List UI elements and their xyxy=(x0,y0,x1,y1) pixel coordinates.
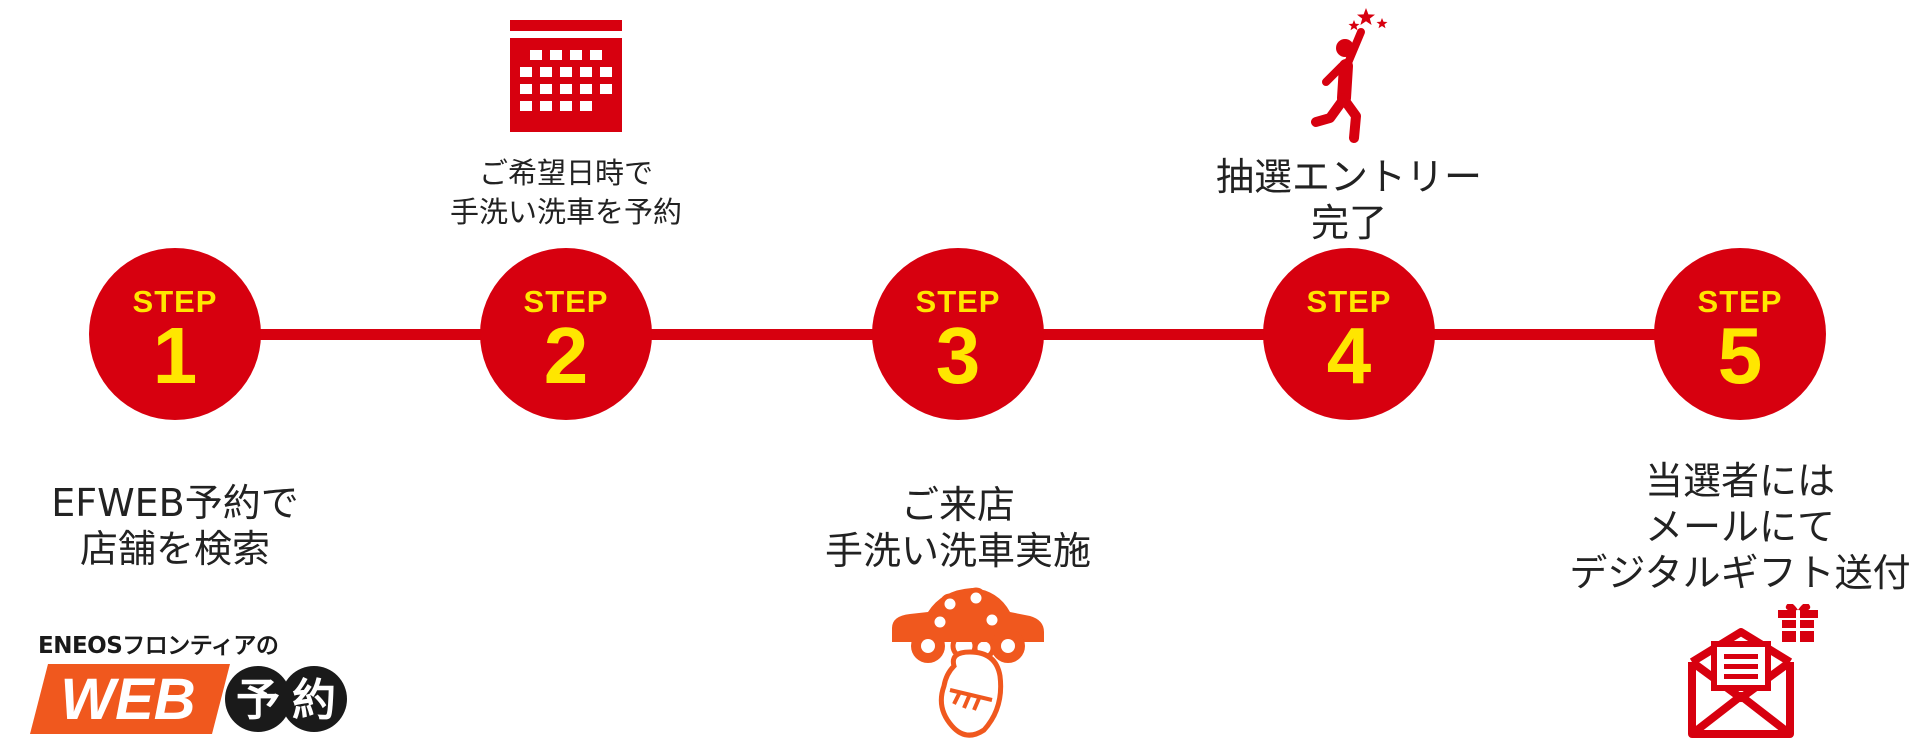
step-4-circle: STEP 4 xyxy=(1263,248,1435,420)
step-2-caption: ご希望日時で 手洗い洗車を予約 xyxy=(450,154,682,232)
step-1-caption: EFWEB予約で 店舗を検索 xyxy=(51,480,299,572)
step-2-caption-line-2: 手洗い洗車を予約 xyxy=(449,195,683,229)
step-5-caption-line-3: デジタルギフト送付 xyxy=(1569,551,1911,595)
step-1-label: STEP xyxy=(132,284,218,319)
step-3-caption-line-1: ご来店 xyxy=(900,483,1016,527)
step-3-caption: ご来店 手洗い洗車実施 xyxy=(825,482,1091,574)
calendar-icon xyxy=(510,20,622,132)
step-1-circle: STEP 1 xyxy=(89,248,261,420)
car-wash-icon xyxy=(892,587,1044,738)
step-2-label: STEP xyxy=(523,284,609,319)
step-4-number: 4 xyxy=(1326,311,1372,400)
web-yoyaku-badge: WEB 予 約 xyxy=(30,664,347,734)
step-3-number: 3 xyxy=(935,311,981,400)
step-4-caption-line-2: 完了 xyxy=(1310,201,1388,245)
step-4-caption: 抽選エントリー 完了 xyxy=(1216,154,1482,246)
gift-mail-icon xyxy=(1688,604,1818,738)
step-2-circle: STEP 2 xyxy=(480,248,652,420)
step-3-caption-line-2: 手洗い洗車実施 xyxy=(824,529,1092,573)
step-1-caption-line-1: EFWEB予約で xyxy=(51,481,299,525)
step-1-number: 1 xyxy=(152,311,198,400)
step-5-caption: 当選者には メールにて デジタルギフト送付 xyxy=(1569,458,1910,596)
step-5-label: STEP xyxy=(1697,284,1783,319)
eneos-web-reservation-logo: ENEOSフロンティアの WEB 予 約 xyxy=(30,626,350,736)
step-1-caption-line-2: 店舗を検索 xyxy=(79,527,270,571)
step-5-caption-line-2: メールにて xyxy=(1644,505,1835,549)
step-5-circle: STEP 5 xyxy=(1654,248,1826,420)
brand-yo-char: 予 xyxy=(236,675,280,726)
step-3-label: STEP xyxy=(915,284,1001,319)
brand-yaku-char: 約 xyxy=(292,675,336,726)
step-5-number: 5 xyxy=(1717,311,1763,400)
step-4-label: STEP xyxy=(1306,284,1392,319)
jumping-person-star-icon xyxy=(1311,8,1388,143)
step-3-circle: STEP 3 xyxy=(872,248,1044,420)
step-2-caption-line-1: ご希望日時で xyxy=(478,156,654,190)
step-5-caption-line-1: 当選者には xyxy=(1644,459,1835,503)
step-2-number: 2 xyxy=(543,311,589,400)
brand-tagline: ENEOSフロンティアの xyxy=(38,633,279,659)
step-4-caption-line-1: 抽選エントリー xyxy=(1215,155,1483,199)
brand-web-text: WEB xyxy=(60,667,195,732)
